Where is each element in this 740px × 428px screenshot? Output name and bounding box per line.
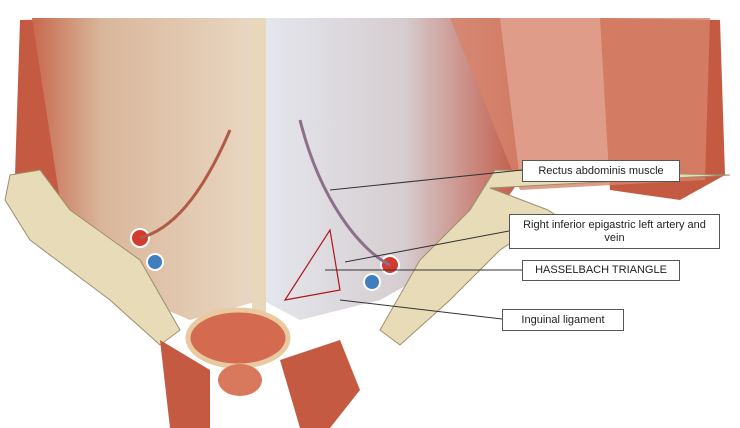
hasselbach-triangle-outline bbox=[283, 228, 341, 301]
pelvic-floor bbox=[160, 340, 360, 428]
inguinal-leader-line bbox=[339, 299, 503, 320]
right-external-iliac-vein bbox=[363, 273, 381, 291]
rectus-leader-line bbox=[329, 169, 523, 191]
left-external-iliac-vein bbox=[146, 253, 164, 271]
right-epigastric-vessels bbox=[298, 119, 391, 267]
label-rectus-abdominis: Rectus abdominis muscle bbox=[522, 160, 680, 182]
label-epigastric-vessels: Right inferior epigastric left artery an… bbox=[509, 214, 720, 249]
bladder bbox=[185, 307, 291, 369]
prostate bbox=[218, 364, 262, 396]
label-hasselbach-triangle: HASSELBACH TRIANGLE bbox=[522, 260, 680, 281]
right-muscle-cut bbox=[450, 18, 710, 190]
epigastric-leader-line bbox=[344, 230, 510, 263]
left-pelvic-bone bbox=[4, 169, 181, 346]
linea-alba bbox=[252, 18, 266, 318]
left-epigastric-vessels bbox=[139, 129, 232, 240]
left-transversalis-fascia bbox=[32, 18, 262, 320]
label-inguinal-ligament: Inguinal ligament bbox=[502, 309, 624, 331]
